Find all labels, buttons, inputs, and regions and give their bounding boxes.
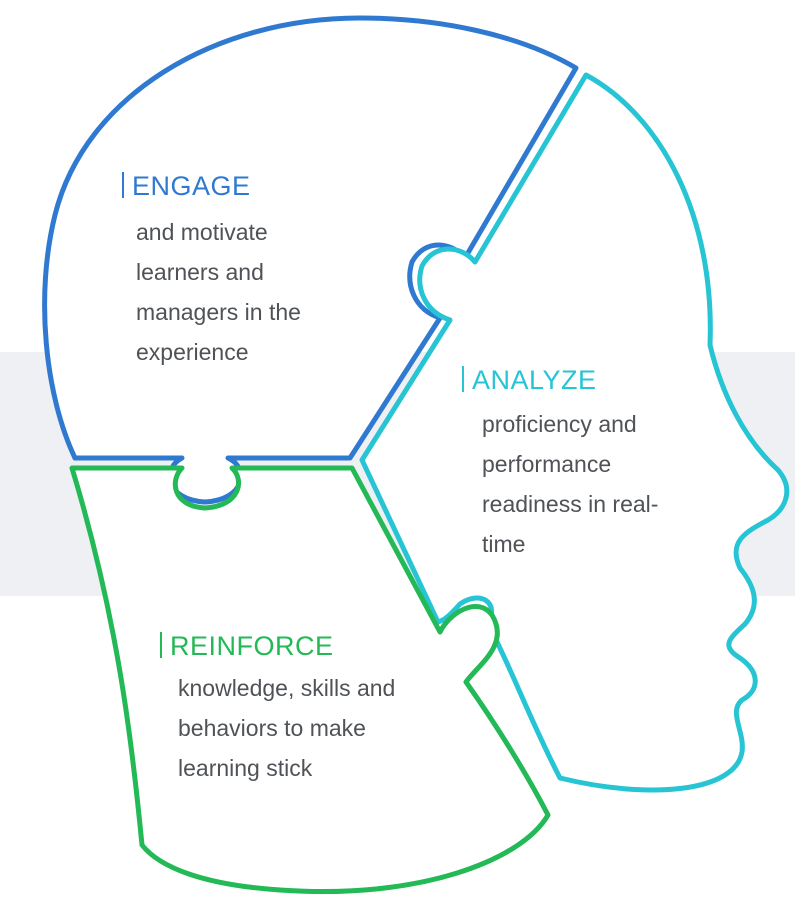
analyze-description: proficiency and performance readiness in… (482, 404, 658, 564)
reinforce-description: knowledge, skills and behaviors to make … (178, 668, 395, 788)
engage-title: ENGAGE (132, 171, 251, 201)
engage-puzzle-piece (42, 15, 579, 505)
engage-line: and motivate (136, 219, 268, 245)
analyze-line: readiness in real- (482, 491, 659, 517)
engage-heading: ENGAGE (122, 170, 301, 202)
analyze-line: proficiency and (482, 411, 637, 437)
analyze-line: performance (482, 451, 612, 477)
analyze-accent-bar (462, 366, 464, 392)
engage-block: ENGAGE and motivate learners and manager… (122, 170, 301, 372)
reinforce-line: learning stick (178, 755, 313, 781)
analyze-title: ANALYZE (472, 365, 597, 395)
reinforce-puzzle-piece (69, 465, 551, 895)
reinforce-heading: REINFORCE (160, 630, 395, 662)
engage-line: managers in the (136, 299, 301, 325)
reinforce-line: behaviors to make (178, 715, 366, 741)
engage-line: experience (136, 339, 249, 365)
analyze-block: ANALYZE proficiency and performance read… (462, 364, 658, 564)
reinforce-block: REINFORCE knowledge, skills and behavior… (160, 630, 395, 788)
analyze-line: time (482, 531, 526, 557)
engage-description: and motivate learners and managers in th… (136, 212, 301, 372)
analyze-puzzle-piece (359, 72, 790, 793)
reinforce-line: knowledge, skills and (178, 675, 396, 701)
engage-line: learners and (136, 259, 264, 285)
engage-accent-bar (122, 172, 124, 198)
reinforce-accent-bar (160, 632, 162, 658)
reinforce-title: REINFORCE (170, 631, 334, 661)
analyze-heading: ANALYZE (462, 364, 658, 396)
